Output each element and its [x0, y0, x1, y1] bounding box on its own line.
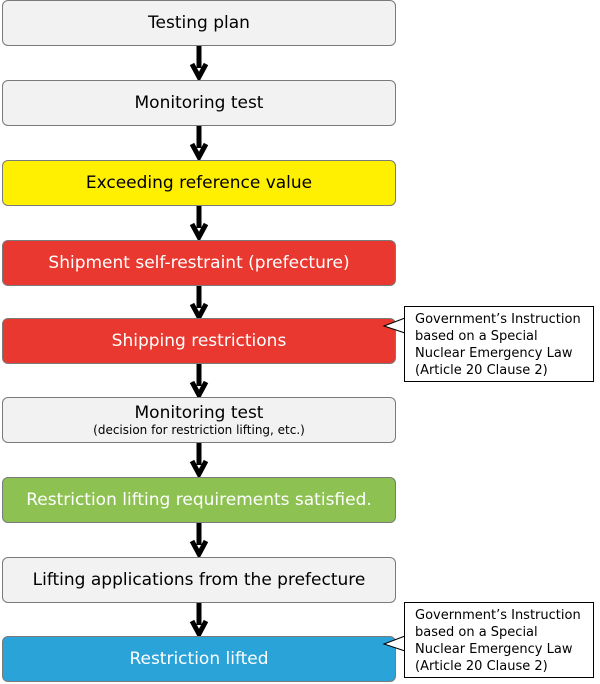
step-shipping-restrictions: Shipping restrictions [2, 318, 396, 364]
down-arrow-icon [189, 364, 209, 398]
down-arrow-icon [189, 206, 209, 240]
step-label: Testing plan [148, 13, 250, 33]
note-line: (Article 20 Clause 2) [415, 363, 548, 378]
step-sublabel: (decision for restriction lifting, etc.) [93, 423, 305, 437]
down-arrow-icon [189, 126, 209, 160]
step-lifting-applications: Lifting applications from the prefecture [2, 557, 396, 603]
step-monitoring-test: Monitoring test [2, 80, 396, 126]
note-line: Nuclear Emergency Law [415, 346, 573, 361]
step-label: Lifting applications from the prefecture [32, 570, 366, 590]
step-exceeding-reference-value: Exceeding reference value [2, 160, 396, 206]
down-arrow-icon [189, 523, 209, 557]
step-label: Shipment self-restraint (prefecture) [48, 253, 350, 273]
down-arrow-icon [189, 46, 209, 80]
step-monitoring-test-lifting: Monitoring test (decision for restrictio… [2, 397, 396, 443]
step-label: Restriction lifted [129, 649, 269, 669]
note-line: based on a Special [415, 329, 538, 344]
step-label: Exceeding reference value [85, 173, 313, 193]
government-instruction-note: Government’s Instruction based on a Spec… [404, 306, 594, 382]
down-arrow-icon [189, 603, 209, 637]
callout-pointer [382, 635, 406, 652]
note-line: (Article 20 Clause 2) [415, 659, 548, 674]
step-label: Monitoring test [134, 403, 264, 423]
note-line: Nuclear Emergency Law [415, 642, 573, 657]
note-line: Government’s Instruction [415, 312, 581, 327]
step-label: Shipping restrictions [111, 331, 287, 351]
step-lifting-requirements-satisfied: Restriction lifting requirements satisfi… [2, 477, 396, 523]
note-line: Government’s Instruction [415, 608, 581, 623]
step-shipment-self-restraint: Shipment self-restraint (prefecture) [2, 240, 396, 286]
step-restriction-lifted: Restriction lifted [2, 636, 396, 682]
step-label: Monitoring test [134, 93, 264, 113]
step-label: Restriction lifting requirements satisfi… [26, 490, 372, 510]
down-arrow-icon [189, 286, 209, 320]
step-testing-plan: Testing plan [2, 0, 396, 46]
callout-pointer [382, 317, 406, 334]
down-arrow-icon [189, 443, 209, 477]
note-line: based on a Special [415, 625, 538, 640]
government-instruction-note: Government’s Instruction based on a Spec… [404, 602, 594, 678]
